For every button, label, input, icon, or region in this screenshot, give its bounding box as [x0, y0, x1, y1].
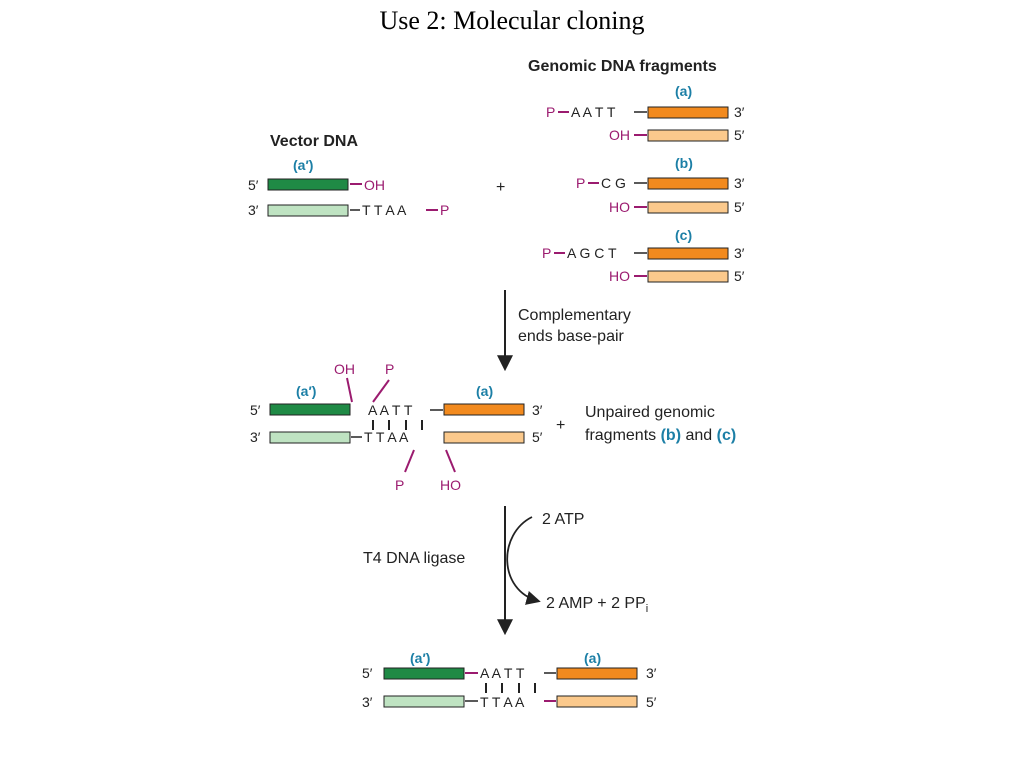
step1-line1: Complementary	[518, 307, 631, 324]
mid-bottom-seq: T T A A	[364, 429, 409, 445]
slide-title: Use 2: Molecular cloning	[379, 6, 645, 35]
mid-p-top-group: P	[385, 361, 394, 377]
mid-top-5-end: 5′	[250, 402, 261, 418]
mid-ho-group: HO	[440, 477, 461, 493]
bottom-bottom-seq: T T A A	[480, 694, 525, 710]
mid-oh-line	[346, 377, 353, 403]
mid-bottom-3-end: 3′	[250, 429, 261, 445]
bottom-vector-top-strand	[383, 667, 465, 680]
genomic-heading: Genomic DNA fragments	[528, 58, 717, 75]
bottom-vector-bottom-strand	[383, 695, 465, 708]
mid-vector-top-strand	[269, 403, 351, 416]
label-a-prime-bottom: (a′)	[410, 650, 430, 666]
frag-a-p-group: P	[546, 104, 555, 120]
vector-bottom-3-end: 3′	[248, 202, 259, 218]
mid-frag-bottom-strand	[443, 431, 525, 444]
frag-b-top-3-end: 3′	[734, 175, 745, 191]
products-label: 2 AMP + 2 PPi	[546, 595, 648, 615]
label-b: (b)	[675, 155, 693, 171]
mid-p-top-line	[372, 379, 390, 403]
unpaired-b-label: (b)	[661, 427, 681, 444]
frag-c-top-3-end: 3′	[734, 245, 745, 261]
plus-sign-top: +	[496, 179, 505, 196]
mid-top-3-end: 3′	[532, 402, 543, 418]
unpaired-line2: fragments (b) and (c)	[585, 427, 736, 444]
mid-oh-group: OH	[334, 361, 355, 377]
frag-a-seq: A A T T	[571, 104, 616, 120]
frag-c-seq: A G C T	[567, 245, 617, 261]
frag-b-top-strand	[647, 177, 729, 190]
frag-c-p-group: P	[542, 245, 551, 261]
label-a-prime-top: (a′)	[293, 157, 313, 173]
label-a-bottom: (a)	[584, 650, 601, 666]
frag-c-bottom-5-end: 5′	[734, 268, 745, 284]
plus-sign-mid: +	[556, 417, 565, 434]
frag-c-top-strand	[647, 247, 729, 260]
step1-line2: ends base-pair	[518, 328, 625, 345]
unpaired-prefix: fragments	[585, 427, 656, 444]
bottom-frag-bottom-strand	[556, 695, 638, 708]
frag-a-top-strand	[647, 106, 729, 119]
atp-label: 2 ATP	[542, 511, 584, 528]
frag-b-ho-group: HO	[609, 199, 630, 215]
bottom-frag-top-strand	[556, 667, 638, 680]
atp-curve	[506, 516, 541, 605]
frag-c-bottom-strand	[647, 270, 729, 283]
unpaired-and: and	[685, 427, 712, 444]
mid-ho-line	[445, 449, 456, 473]
bottom-top-3-end: 3′	[646, 665, 657, 681]
unpaired-line1: Unpaired genomic	[585, 404, 715, 421]
products-main: 2 AMP + 2 PP	[546, 595, 646, 612]
vector-oh-group: OH	[364, 177, 385, 193]
label-c: (c)	[675, 227, 692, 243]
vector-top-5-end: 5′	[248, 177, 259, 193]
vector-overhang-seq: T T A A	[362, 202, 407, 218]
mid-p-bottom-group: P	[395, 477, 404, 493]
bottom-top-5-end: 5′	[362, 665, 373, 681]
frag-a-top-3-end: 3′	[734, 104, 745, 120]
label-a-mid: (a)	[476, 383, 493, 399]
frag-a-bottom-strand	[647, 129, 729, 142]
frag-a-bottom-5-end: 5′	[734, 127, 745, 143]
bottom-top-seq: A A T T	[480, 665, 525, 681]
frag-c-ho-group: HO	[609, 268, 630, 284]
frag-b-seq: C G	[601, 175, 626, 191]
mid-vector-bottom-strand	[269, 431, 351, 444]
mid-frag-top-strand	[443, 403, 525, 416]
vector-bottom-strand	[267, 204, 349, 217]
frag-a-oh-group: OH	[609, 127, 630, 143]
products-subscript: i	[646, 603, 648, 615]
unpaired-c-label: (c)	[717, 427, 737, 444]
bottom-bottom-5-end: 5′	[646, 694, 657, 710]
label-a-top: (a)	[675, 83, 692, 99]
mid-bottom-5-end: 5′	[532, 429, 543, 445]
vector-top-strand	[267, 178, 349, 191]
vector-heading: Vector DNA	[270, 133, 358, 150]
label-a-prime-mid: (a′)	[296, 383, 316, 399]
mid-top-seq: A A T T	[368, 402, 413, 418]
mid-p-bottom-line	[404, 449, 415, 473]
frag-b-p-group: P	[576, 175, 585, 191]
frag-b-bottom-5-end: 5′	[734, 199, 745, 215]
vector-p-group: P	[440, 202, 449, 218]
ligase-label: T4 DNA ligase	[363, 550, 465, 567]
frag-b-bottom-strand	[647, 201, 729, 214]
bottom-bottom-3-end: 3′	[362, 694, 373, 710]
